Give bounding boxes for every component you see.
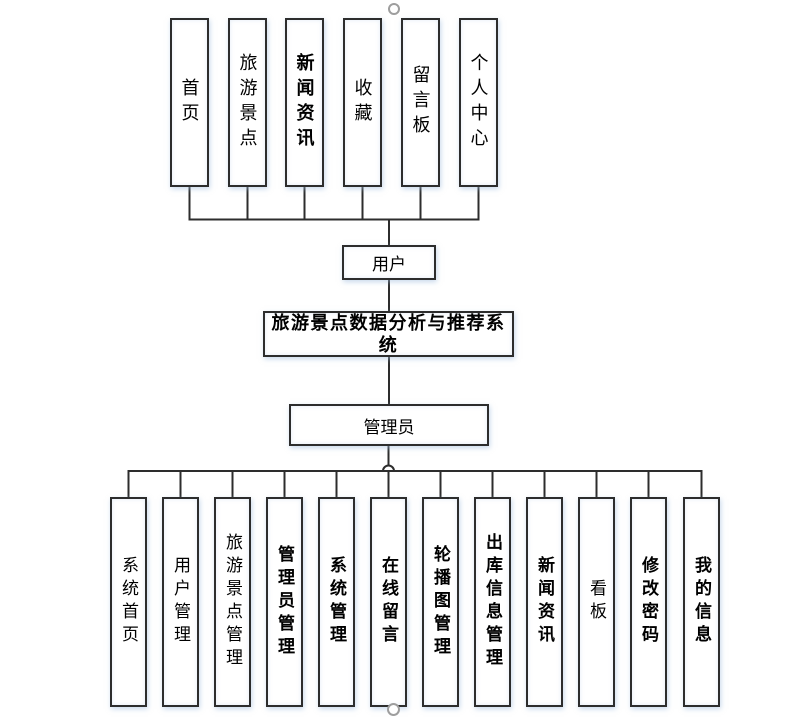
line-jump-arc — [382, 464, 395, 472]
admin-feature-carousel-management: 轮播图管理 — [422, 497, 459, 707]
admin-feature-user-management: 用户管理 — [162, 497, 199, 707]
selection-handle-top[interactable] — [388, 3, 400, 15]
user-feature-attractions: 旅游景点 — [228, 18, 267, 187]
user-feature-personal-center: 个人中心 — [459, 18, 498, 187]
admin-feature-attraction-management: 旅游景点管理 — [214, 497, 251, 707]
admin-feature-online-message: 在线留言 — [370, 497, 407, 707]
user-feature-personal-center-label: 个人中心 — [468, 52, 489, 153]
selection-handle-bottom[interactable] — [387, 703, 400, 716]
admin-feature-user-management-label: 用户管理 — [171, 556, 190, 648]
admin-feature-news-label: 新闻资讯 — [535, 556, 554, 648]
user-feature-home: 首页 — [170, 18, 209, 187]
admin-feature-admin-management-label: 管理员管理 — [275, 544, 294, 660]
admin-feature-outbound-info-management-label: 出库信息管理 — [483, 533, 502, 671]
admin-feature-attraction-management-label: 旅游景点管理 — [223, 533, 242, 671]
admin-role-label: 管理员 — [363, 417, 415, 437]
user-feature-favorites: 收藏 — [343, 18, 382, 187]
admin-feature-online-message-label: 在线留言 — [379, 556, 398, 648]
system-title-box: 旅游景点数据分析与推荐系统 — [263, 311, 514, 357]
admin-feature-system-management: 系统管理 — [318, 497, 355, 707]
user-feature-news: 新闻资讯 — [285, 18, 324, 187]
user-feature-message-board: 留言板 — [401, 18, 440, 187]
user-feature-message-board-label: 留言板 — [410, 65, 431, 140]
user-feature-home-label: 首页 — [179, 77, 200, 128]
user-feature-attractions-label: 旅游景点 — [237, 52, 258, 153]
admin-feature-system-home-label: 系统首页 — [119, 556, 138, 648]
user-role-box: 用户 — [342, 245, 436, 280]
user-feature-favorites-label: 收藏 — [352, 77, 373, 128]
admin-feature-carousel-management-label: 轮播图管理 — [431, 544, 450, 660]
admin-role-box: 管理员 — [289, 404, 489, 446]
admin-feature-my-info-label: 我的信息 — [692, 556, 711, 648]
admin-feature-outbound-info-management: 出库信息管理 — [474, 497, 511, 707]
admin-feature-my-info: 我的信息 — [683, 497, 720, 707]
admin-feature-dashboard-label: 看板 — [587, 579, 606, 625]
admin-feature-dashboard: 看板 — [578, 497, 615, 707]
user-feature-news-label: 新闻资讯 — [294, 52, 315, 153]
admin-feature-system-management-label: 系统管理 — [327, 556, 346, 648]
admin-feature-admin-management: 管理员管理 — [266, 497, 303, 707]
admin-feature-news: 新闻资讯 — [526, 497, 563, 707]
admin-feature-system-home: 系统首页 — [110, 497, 147, 707]
system-title-label: 旅游景点数据分析与推荐系统 — [271, 313, 506, 355]
admin-feature-change-password-label: 修改密码 — [639, 556, 658, 648]
user-role-label: 用户 — [372, 255, 406, 274]
admin-feature-change-password: 修改密码 — [630, 497, 667, 707]
